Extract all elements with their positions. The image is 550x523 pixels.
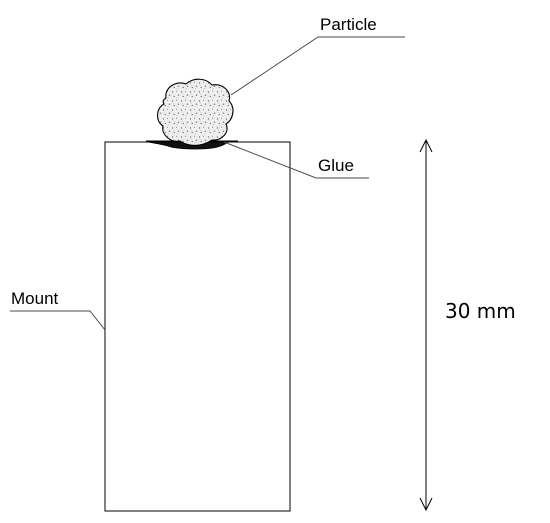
mount-leader-line — [10, 310, 106, 331]
particle-shape — [156, 78, 234, 146]
particle-leader-line — [230, 36, 405, 96]
arrow-head-bottom — [419, 497, 433, 512]
mount-body — [104, 141, 291, 512]
glue-layer — [147, 141, 230, 150]
dimension-arrow — [419, 138, 433, 512]
glue-label: Glue — [318, 156, 354, 175]
glue-leader-line — [223, 141, 369, 179]
dimension-label: 30 mm — [445, 299, 516, 323]
arrow-head-top — [419, 138, 433, 153]
particle-label: Particle — [320, 15, 377, 34]
mount-label: Mount — [11, 289, 59, 308]
